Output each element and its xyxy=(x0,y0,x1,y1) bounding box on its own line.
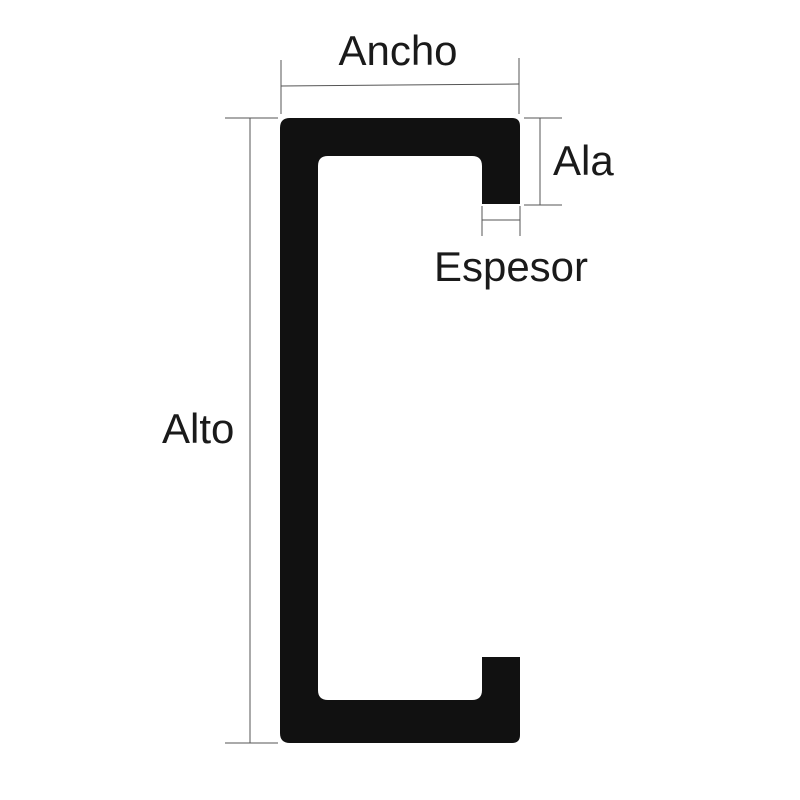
c-channel-profile xyxy=(280,118,520,743)
width-label: Ancho xyxy=(338,27,457,74)
thickness-dimension: Espesor xyxy=(434,206,588,290)
thickness-label: Espesor xyxy=(434,243,588,290)
width-dimension: Ancho xyxy=(280,27,520,114)
width-dimension-line xyxy=(280,83,520,87)
height-label: Alto xyxy=(162,405,234,452)
flange-dimension: Ala xyxy=(524,117,614,206)
flange-label: Ala xyxy=(553,137,614,184)
height-dimension: Alto xyxy=(162,117,278,744)
